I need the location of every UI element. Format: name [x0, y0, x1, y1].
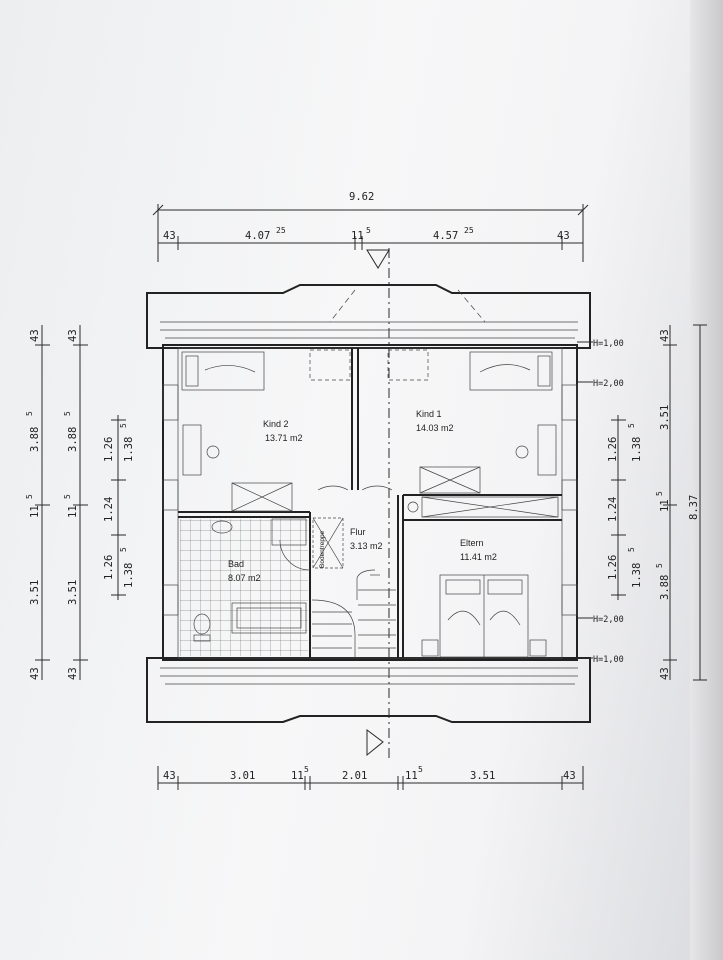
staircase [311, 517, 396, 658]
dim-right-window-4: 1.26 [607, 555, 619, 580]
dim-left-window-1: 1.26 [103, 437, 115, 462]
dim-right-inner-1: 43 [659, 329, 671, 342]
dim-bottom-seg-7: 43 [563, 770, 576, 782]
dim-left-outer-3-sup: 5 [25, 494, 34, 499]
room-kind1-name: Kind 1 [416, 409, 442, 419]
dim-top-seg-2-sup: 25 [276, 226, 286, 235]
dim-right-window-5: 1.38 [631, 563, 643, 588]
dim-left-inner-3-sup: 5 [63, 494, 72, 499]
dim-left-inner-5: 43 [67, 667, 79, 680]
dim-right-inner-3-sup: 5 [655, 491, 664, 496]
dim-left-inner-2-sup: 5 [63, 411, 72, 416]
bathroom [180, 518, 308, 656]
section-marker-top [366, 248, 390, 760]
dim-bottom-seg-3: 11 [291, 770, 304, 782]
bottom-dimension-group: 43 3.01 11 5 2.01 11 5 3.51 43 [157, 765, 584, 790]
room-eltern-area: 11.41 m2 [460, 552, 497, 562]
dim-top-seg-4: 4.57 [433, 230, 458, 242]
height-marker-1: H=1,00 [593, 339, 624, 349]
dim-top-overall: 9.62 [349, 191, 374, 203]
dim-top-seg-3: 11 [351, 230, 364, 242]
room-bad-name: Bad [228, 559, 244, 569]
dim-right-window-2: 1.38 [631, 437, 643, 462]
height-marker-2: H=2,00 [593, 379, 624, 389]
room-flur-area: 3.13 m2 [350, 541, 383, 551]
dim-top-seg-1: 43 [163, 230, 176, 242]
room-eltern-name: Eltern [460, 538, 484, 548]
dim-left-window-5: 1.38 [123, 563, 135, 588]
roof-top [146, 284, 591, 349]
room-kind1-area: 14.03 m2 [416, 423, 454, 433]
dim-right-window-2-sup: 5 [627, 423, 636, 428]
dim-right-inner-4: 3.88 [659, 575, 671, 600]
dim-left-outer-2: 3.88 [29, 427, 41, 452]
outer-walls [162, 344, 578, 661]
stair-label: Bodentreppe [319, 530, 326, 568]
dim-bottom-seg-6: 3.51 [470, 770, 495, 782]
dim-left-window-2-sup: 5 [119, 423, 128, 428]
room-bad-area: 8.07 m2 [228, 573, 261, 583]
dim-top-seg-5: 43 [557, 230, 570, 242]
interior-walls [178, 348, 562, 658]
dim-left-outer-4: 3.51 [29, 580, 41, 605]
dim-left-outer-5: 43 [29, 667, 41, 680]
dim-left-window-4: 1.26 [103, 555, 115, 580]
dim-right-window-5-sup: 5 [627, 547, 636, 552]
top-dimension-group: 9.62 43 4.07 25 11 5 4.57 25 43 [152, 191, 589, 262]
dim-right-inner-2: 3.51 [659, 405, 671, 430]
dim-bottom-seg-2: 3.01 [230, 770, 255, 782]
dim-left-inner-1: 43 [67, 329, 79, 342]
room-labels: Kind 2 13.71 m2 Kind 1 14.03 m2 Bad 8.07… [228, 409, 497, 583]
dim-bottom-seg-1: 43 [163, 770, 176, 782]
dim-bottom-seg-5-sup: 5 [418, 765, 423, 774]
dim-bottom-seg-3-sup: 5 [304, 765, 309, 774]
dim-right-inner-3: 11 [659, 499, 671, 512]
dim-top-seg-2: 4.07 [245, 230, 270, 242]
dim-left-window-5-sup: 5 [119, 547, 128, 552]
dim-left-window-2: 1.38 [123, 437, 135, 462]
paper-edge [690, 0, 723, 960]
dim-top-seg-3-sup: 5 [366, 226, 371, 235]
room-kind2-area: 13.71 m2 [265, 433, 303, 443]
dim-left-inner-3: 11 [67, 505, 79, 518]
dim-right-inner-5: 43 [659, 667, 671, 680]
dim-right-outer: 8.37 [688, 495, 700, 520]
dim-right-inner-4-sup: 5 [655, 563, 664, 568]
right-dimension-group: 1.26 1.38 5 1.24 1.26 1.38 5 43 3.51 11 … [607, 324, 707, 681]
dim-left-outer-3: 11 [29, 505, 41, 518]
dim-left-outer-1: 43 [29, 329, 41, 342]
height-marker-3: H=2,00 [593, 615, 624, 625]
furniture [181, 349, 559, 658]
dim-left-window-3: 1.24 [103, 497, 115, 522]
dim-left-inner-2: 3.88 [67, 427, 79, 452]
height-markers: H=1,00 H=2,00 H=2,00 H=1,00 [577, 339, 624, 665]
dim-right-window-1: 1.26 [607, 437, 619, 462]
left-dimension-group: 43 3.88 5 11 5 3.51 43 43 3.88 5 11 5 3.… [25, 325, 135, 680]
section-marker-bottom [366, 729, 384, 757]
dim-left-inner-4: 3.51 [67, 580, 79, 605]
room-kind2-name: Kind 2 [263, 419, 289, 429]
room-flur-name: Flur [350, 527, 366, 537]
height-marker-4: H=1,00 [593, 655, 624, 665]
dim-top-seg-4-sup: 25 [464, 226, 474, 235]
roof-bottom [146, 657, 591, 723]
dim-bottom-seg-5: 11 [405, 770, 418, 782]
dim-bottom-seg-4: 2.01 [342, 770, 367, 782]
dim-right-window-3: 1.24 [607, 497, 619, 522]
dim-left-outer-2-sup: 5 [25, 411, 34, 416]
